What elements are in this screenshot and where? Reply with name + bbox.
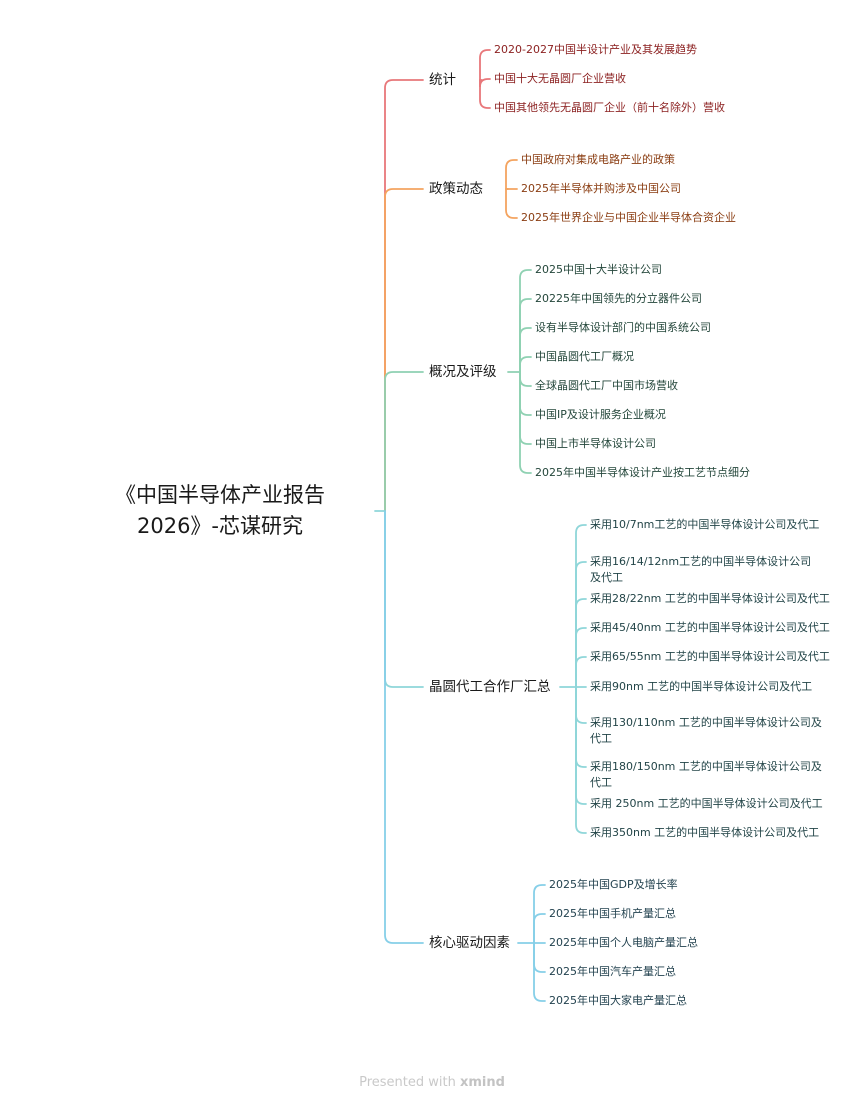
leaf-connector-5-2	[533, 913, 546, 944]
footer-prefix: Presented with	[359, 1075, 460, 1090]
leaf-connector-4-3	[575, 598, 587, 688]
leaf-topic[interactable]: 中国政府对集成电路产业的政策	[521, 153, 675, 166]
branch-topic-5[interactable]: 核心驱动因素	[429, 935, 510, 951]
leaf-connector-4-4	[575, 627, 587, 688]
branch-connector-2	[384, 188, 424, 512]
leaf-topic[interactable]: 中国十大无晶圆厂企业营收	[494, 72, 626, 85]
branch-connector-3	[384, 371, 424, 512]
leaf-connector-5-4	[533, 942, 546, 973]
leaf-topic[interactable]: 中国其他领先无晶圆厂企业（前十名除外）营收	[494, 101, 725, 114]
leaf-connector-4-9	[575, 686, 587, 805]
leaf-topic[interactable]: 20225年中国领先的分立器件公司	[535, 292, 702, 305]
leaf-connector-3-3	[519, 327, 532, 373]
leaf-topic[interactable]: 采用16/14/12nm工艺的中国半导体设计公司及代工	[590, 555, 812, 584]
leaf-topic[interactable]: 采用10/7nm工艺的中国半导体设计公司及代工	[590, 518, 820, 531]
leaf-topic[interactable]: 采用 250nm 工艺的中国半导体设计公司及代工	[590, 797, 823, 810]
leaf-connector-1-1	[479, 49, 491, 81]
footer-credit: Presented with xmind	[0, 1075, 864, 1090]
leaf-topic[interactable]: 中国IP及设计服务企业概况	[535, 408, 666, 421]
branch-topic-3[interactable]: 概况及评级	[429, 364, 497, 380]
leaf-connector-4-5	[575, 656, 587, 688]
leaf-topic[interactable]: 2025年中国个人电脑产量汇总	[549, 936, 698, 949]
leaf-connector-3-1	[519, 269, 532, 373]
leaf-topic[interactable]: 采用350nm 工艺的中国半导体设计公司及代工	[590, 826, 820, 839]
leaf-topic[interactable]: 中国晶圆代工厂概况	[535, 350, 634, 363]
leaf-connector-4-1	[575, 524, 587, 688]
leaf-connector-4-7	[575, 686, 587, 724]
branch-topic-2[interactable]: 政策动态	[429, 181, 483, 197]
leaf-connector-3-5	[519, 371, 532, 387]
root-topic-line-2: 2026》-芯谋研究	[136, 514, 304, 538]
leaf-connector-3-4	[519, 356, 532, 373]
leaf-connector-5-5	[533, 942, 546, 1002]
branch-connector-1	[384, 79, 424, 512]
leaf-topic[interactable]: 采用90nm 工艺的中国半导体设计公司及代工	[590, 680, 813, 693]
leaf-connector-1-3	[479, 79, 491, 109]
leaf-topic[interactable]: 2025年中国汽车产量汇总	[549, 965, 676, 978]
leaf-connector-2-3	[505, 188, 518, 219]
root-topic-line-1: 《中国半导体产业报告	[115, 483, 325, 507]
leaf-topic[interactable]: 采用45/40nm 工艺的中国半导体设计公司及代工	[590, 621, 830, 634]
leaf-topic[interactable]: 2025年中国半导体设计产业按工艺节点细分	[535, 466, 750, 479]
leaf-connector-3-8	[519, 371, 532, 474]
root-topic[interactable]: 《中国半导体产业报告 2026》-芯谋研究	[60, 480, 380, 542]
branch-topic-1[interactable]: 统计	[429, 72, 456, 88]
leaf-topic[interactable]: 2020-2027中国半设计产业及其发展趋势	[494, 43, 697, 56]
branch-topic-4[interactable]: 晶圆代工合作厂汇总	[429, 679, 551, 695]
leaf-topic[interactable]: 中国上市半导体设计公司	[535, 437, 656, 450]
xmind-logo: xmind	[459, 1075, 505, 1090]
leaf-topic[interactable]: 2025年半导体并购涉及中国公司	[521, 182, 681, 195]
leaf-topic[interactable]: 采用65/55nm 工艺的中国半导体设计公司及代工	[590, 650, 830, 663]
leaf-topic[interactable]: 全球晶圆代工厂中国市场营收	[535, 379, 678, 392]
leaf-topic[interactable]: 2025年中国GDP及增长率	[549, 878, 678, 891]
leaf-connector-3-2	[519, 298, 532, 373]
leaf-topic[interactable]: 采用130/110nm 工艺的中国半导体设计公司及代工	[590, 716, 822, 745]
branch-connector-4	[384, 510, 424, 688]
leaf-topic[interactable]: 2025年世界企业与中国企业半导体合资企业	[521, 211, 736, 224]
leaf-connector-5-1	[533, 884, 546, 944]
leaf-connector-3-6	[519, 371, 532, 416]
leaf-connector-4-10	[575, 686, 587, 834]
leaf-connector-1-2	[479, 78, 491, 88]
leaf-connector-4-2	[575, 561, 587, 688]
leaf-topic[interactable]: 2025中国十大半设计公司	[535, 263, 662, 276]
leaf-connector-4-8	[575, 686, 587, 768]
leaf-topic[interactable]: 采用28/22nm 工艺的中国半导体设计公司及代工	[590, 592, 830, 605]
leaf-topic[interactable]: 2025年中国手机产量汇总	[549, 907, 676, 920]
leaf-topic[interactable]: 2025年中国大家电产量汇总	[549, 994, 687, 1007]
leaf-topic[interactable]: 设有半导体设计部门的中国系统公司	[535, 321, 711, 334]
branch-connector-5	[384, 510, 424, 944]
leaf-connector-2-1	[505, 159, 518, 190]
leaf-topic[interactable]: 采用180/150nm 工艺的中国半导体设计公司及代工	[590, 760, 822, 789]
